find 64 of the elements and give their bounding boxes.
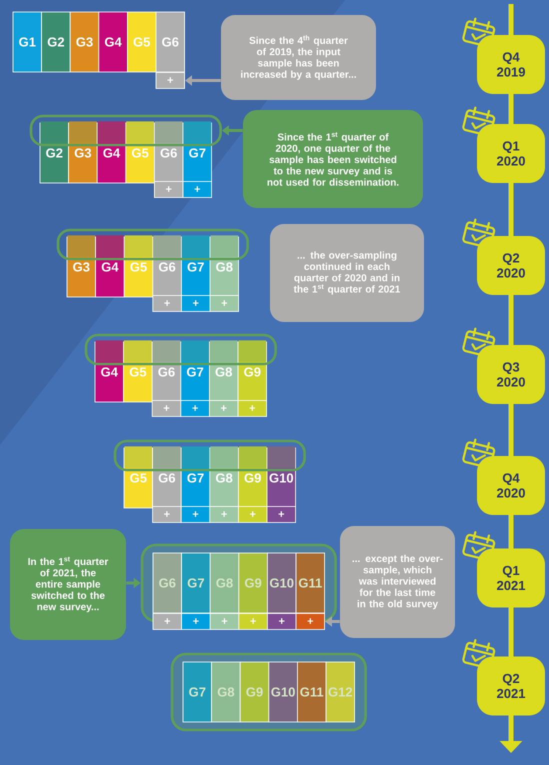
callout-box: ... except the over-sample, which was interviewed for the last time in the old survey (340, 526, 455, 638)
highlight-outline (114, 440, 306, 472)
plus-cell: + (156, 72, 185, 89)
plus-cell: + (152, 400, 182, 417)
callout-box: Since the 4$^{th}$ quarter of 2019, the input sample has been increased by a quarter... (221, 15, 376, 100)
plus-cell: + (238, 613, 268, 630)
group-cell: G4 (96, 121, 126, 184)
group-cell: G5 (125, 121, 155, 184)
plus-cell: + (210, 295, 239, 312)
plus-cell: + (238, 400, 267, 417)
quarter-badge: Q2 2020 (477, 236, 545, 295)
plus-cell: + (209, 400, 238, 417)
group-cell: G9 (240, 662, 270, 722)
group-cell: G2 (41, 12, 71, 72)
plus-cell: + (152, 506, 182, 523)
group-cell: G5 (123, 340, 153, 402)
group-cell: G3 (68, 121, 98, 184)
highlight-outline (84, 334, 277, 366)
plus-cell: + (152, 295, 182, 312)
plus-cell: + (238, 506, 268, 523)
plus-cell: + (181, 295, 210, 312)
group-cell: G1 (12, 12, 42, 72)
group-cell: G5 (124, 446, 153, 508)
callout-box: ... the over-sampling continued in each quarter of 2020 and in the 1$^{st}$ quarter of 2021 (270, 224, 424, 322)
callout-box: In the 1$^{st}$ quarter of 2021, the entire sample switched to the new survey... (10, 529, 126, 640)
highlight-outline (30, 114, 222, 146)
plus-cell: + (152, 613, 182, 630)
plus-cell: + (180, 506, 210, 523)
group-cell: G7 (181, 552, 211, 614)
group-cell: G10 (268, 662, 298, 722)
group-cell: G4 (95, 235, 125, 298)
group-cell: G3 (70, 12, 100, 72)
callout-box: Since the 1$^{st}$ quarter of 2020, one quarter of the sample has been switched to the new survey and is not used for dissemination. (243, 110, 423, 208)
group-cell: G2 (40, 121, 69, 184)
plus-cell: + (267, 613, 296, 630)
group-cell: G6 (152, 552, 182, 614)
group-cell: G9 (238, 552, 268, 614)
quarter-badge: Q1 2020 (477, 124, 545, 183)
quarter-badge: Q4 2020 (477, 456, 545, 515)
plus-cell: + (296, 613, 325, 630)
group-cell: G4 (98, 12, 128, 72)
plus-cell: + (210, 613, 240, 630)
quarter-badge: Q2 2021 (477, 656, 545, 716)
group-cell: G7 (182, 662, 212, 722)
group-cell: G4 (94, 340, 124, 402)
group-cell: G8 (211, 662, 241, 722)
plus-cell: + (181, 613, 211, 630)
quarter-badge: Q4 2019 (477, 35, 545, 94)
plus-cell: + (182, 181, 212, 198)
group-cell: G5 (124, 235, 154, 298)
group-cell: G8 (210, 552, 240, 614)
group-cell: G3 (66, 235, 96, 298)
plus-cell: + (154, 181, 184, 198)
plus-cell: + (209, 506, 239, 523)
highlight-outline (56, 228, 249, 260)
group-cell: G5 (127, 12, 156, 72)
plus-cell: + (266, 506, 296, 523)
quarter-badge: Q3 2020 (477, 345, 545, 404)
plus-cell: + (180, 400, 210, 417)
quarter-badge: Q1 2021 (477, 548, 545, 608)
group-cell: G10 (267, 552, 296, 614)
group-cell: G12 (326, 662, 355, 722)
group-cell: G11 (296, 552, 325, 614)
group-cell: G11 (297, 662, 326, 722)
